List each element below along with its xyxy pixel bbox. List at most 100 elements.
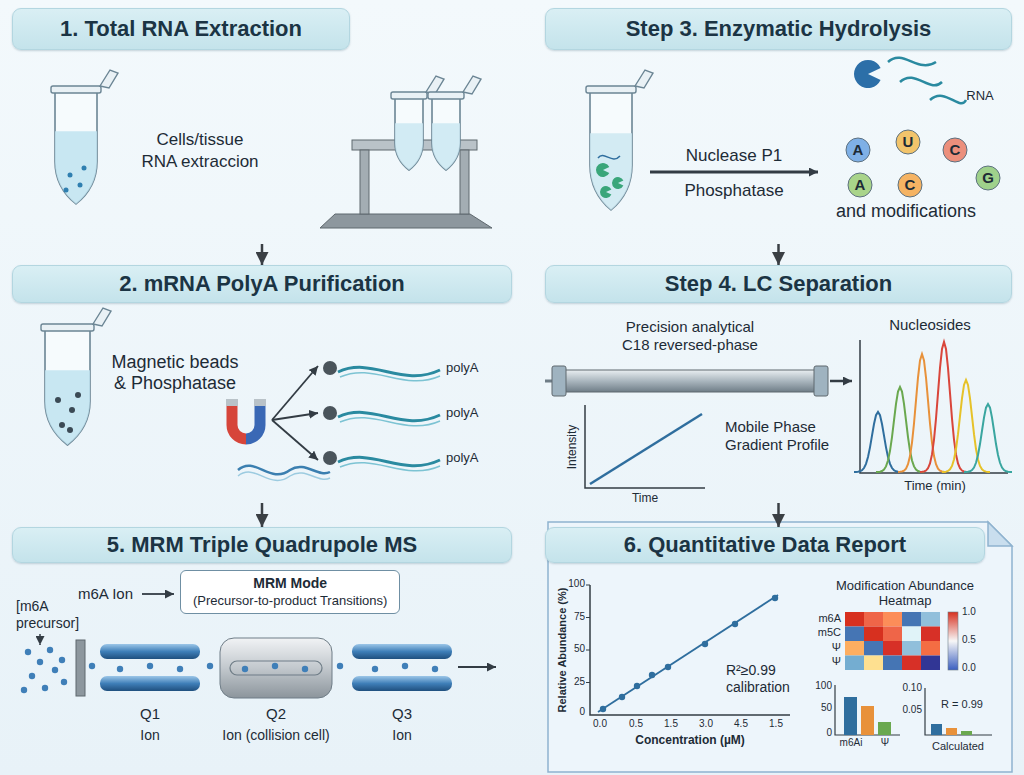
axis-label: 1.5: [769, 718, 783, 730]
heatmap-cell: [845, 627, 864, 642]
annotation-label: Intensity: [565, 425, 579, 470]
mrna-strand: [338, 412, 440, 420]
magnet-tip: [226, 399, 238, 406]
annotation-label: Ion: [392, 727, 411, 744]
axis-label: 0.5: [962, 634, 976, 646]
flow-connector: [261, 244, 264, 265]
ion-dot: [372, 666, 378, 672]
tube-body: [432, 98, 460, 170]
step-title: 2. mRNA PolyA Purification: [119, 271, 405, 297]
bead-dot: [75, 392, 81, 398]
axis-label: 0: [579, 706, 585, 718]
nucleoside-circle: A: [845, 137, 871, 163]
mode-box: MRM Mode(Precursor-to-product Transition…: [180, 570, 400, 614]
heatmap-cell: [883, 612, 902, 627]
cell-dot: [68, 173, 73, 178]
header-band: 6. Quantitative Data Report: [545, 527, 985, 563]
annotation-label: [m6A precursor]: [16, 598, 92, 631]
nucleoside-letter: G: [975, 165, 1001, 191]
tube-rim: [428, 92, 464, 99]
tube-body: [590, 92, 632, 210]
axis-label: 3.0: [699, 718, 713, 730]
tube-lid: [100, 70, 118, 88]
column-fitting: [552, 366, 566, 396]
annotation-label: Phosphatase: [684, 181, 783, 201]
axis-label: 50: [574, 643, 585, 655]
flow-arrow: [650, 171, 818, 174]
circle-shape: [943, 138, 967, 162]
axis-tick: [586, 585, 590, 586]
annotation-label: Mobile Phase Gradient Profile: [725, 418, 843, 453]
page-fold: [988, 522, 1012, 546]
axis-label: 25: [574, 676, 585, 688]
bar-axes: [925, 688, 992, 735]
annotation-label: polyA: [446, 450, 479, 465]
tube-rim: [586, 86, 636, 93]
tube-liquid: [590, 133, 632, 210]
tube-lid: [93, 308, 111, 326]
annotation-label: R²≥0.99 calibration: [726, 662, 804, 695]
flow-arrow: [830, 380, 852, 383]
ion-dot: [207, 663, 213, 669]
rack-leg: [360, 150, 369, 214]
ion-dot: [242, 666, 248, 672]
header-band: 1. Total RNA Extraction: [12, 8, 350, 50]
gradient-line: [590, 414, 702, 484]
ion-dot: [25, 649, 31, 655]
annotation-label: Nucleosides: [889, 316, 971, 334]
axis-label: m5C: [818, 626, 841, 639]
calibration-point: [772, 595, 778, 601]
nucleoside-letter: A: [845, 137, 871, 163]
step-title: 5. MRM Triple Quadrupole MS: [107, 532, 417, 558]
circle-shape: [846, 138, 870, 162]
annotation-label: polyA: [446, 405, 479, 420]
flow-arrow: [142, 593, 174, 595]
nucleoside-letter: A: [847, 172, 873, 198]
step-panel: 1. Total RNA Extraction: [12, 8, 512, 244]
mrna-strand: [338, 367, 440, 375]
rack-base: [320, 214, 492, 228]
box-title: MRM Mode: [193, 575, 387, 592]
tube-rim: [41, 324, 94, 331]
ion-dot: [52, 667, 58, 673]
axis-label: 4.5: [734, 718, 748, 730]
tube-body: [395, 98, 423, 170]
collision-cell-core: [230, 661, 322, 675]
axis-label: 100: [815, 680, 832, 692]
header-band: Step 4. LC Separation: [545, 265, 1012, 303]
axis-label: 0.0: [962, 662, 976, 674]
bar: [946, 728, 957, 735]
rack-leg: [460, 150, 469, 214]
c18-column: [562, 370, 817, 392]
nuclease-enzyme: [596, 163, 609, 177]
calibration-point: [649, 672, 655, 678]
ion-dot: [432, 666, 438, 672]
axis-label: m6A: [818, 612, 841, 625]
calibration-axes: [590, 585, 790, 715]
magnet-tip: [254, 399, 266, 406]
heatmap-cell: [921, 641, 940, 656]
magnet-north: [232, 405, 246, 439]
bar: [961, 731, 972, 735]
circle-shape: [896, 130, 920, 154]
calibration-point: [634, 683, 640, 689]
heatmap-cell: [845, 656, 864, 671]
tube-lid: [635, 70, 653, 88]
tube-liquid: [395, 123, 423, 170]
annotation-label: Modification Abundance Heatmap: [825, 578, 985, 609]
annotation-label: Time (min): [904, 478, 966, 493]
heatmap-cell: [864, 641, 883, 656]
flow-connector: [777, 244, 780, 265]
magnetic-bead: [323, 451, 337, 465]
nuclease-enzyme: [612, 177, 623, 189]
bar: [931, 724, 942, 735]
ion-dot: [402, 663, 408, 669]
step-title: Step 3. Enzymatic Hydrolysis: [626, 16, 932, 42]
heatmap-cell: [902, 656, 921, 671]
magnetic-bead: [323, 406, 337, 420]
annotation-label: m6A Ion: [78, 585, 133, 603]
mrna-strand: [340, 373, 440, 381]
bead-dot: [59, 422, 65, 428]
nucleoside-circle: A: [847, 172, 873, 198]
axis-tick: [586, 682, 590, 683]
